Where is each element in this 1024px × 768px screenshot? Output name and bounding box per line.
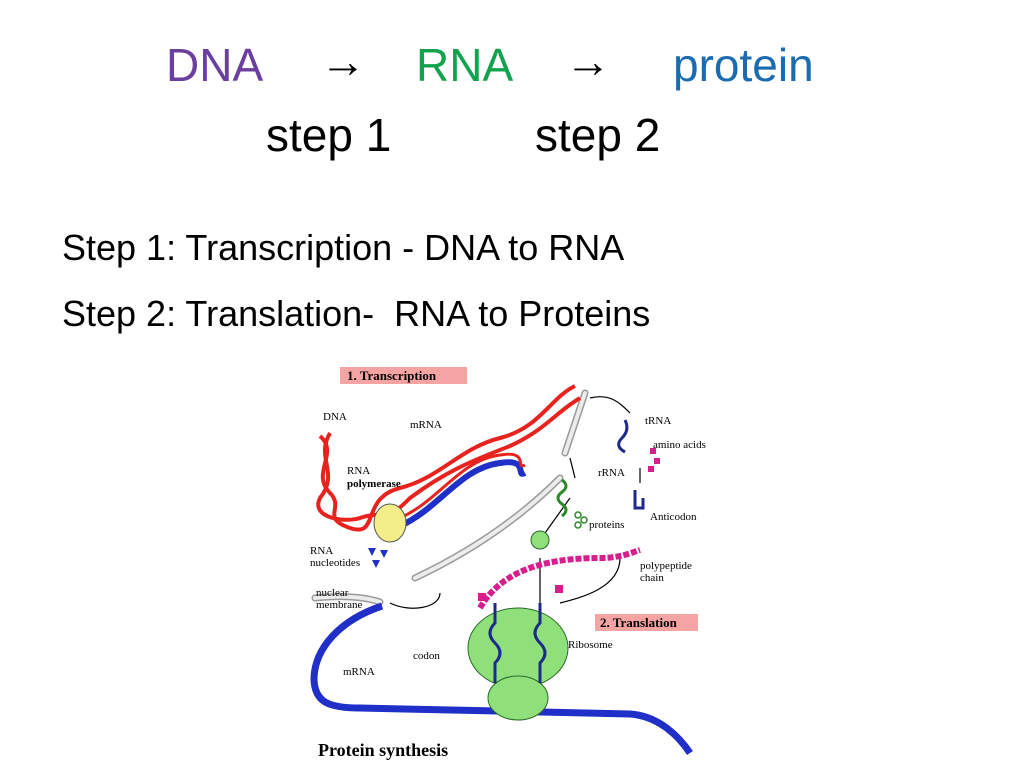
label-polypeptide-1: polypeptide (640, 560, 692, 572)
bullet-step-2: Step 2: Translation- RNA to Proteins (62, 293, 651, 334)
arrow-right-icon: → (565, 35, 611, 87)
rna-nucleotide (372, 560, 380, 568)
label-trna: tRNA (645, 415, 671, 427)
label-nuclear-membrane-2: membrane (316, 599, 363, 611)
trna-molecule (488, 603, 502, 683)
label-polypeptide-2: chain (640, 572, 664, 584)
rna-nucleotide (380, 550, 388, 558)
mrna-strand (310, 602, 693, 755)
rna-nucleotide (368, 548, 376, 556)
ribosome-subunit (530, 530, 550, 550)
translation-label: 2. Translation (600, 615, 678, 630)
transcription-box (340, 367, 467, 384)
arrow-icon (569, 457, 576, 479)
label-rrna: rRNA (598, 467, 625, 479)
protein-synthesis-diagram: 1. Transcription (310, 367, 706, 760)
protein-dot (574, 511, 582, 519)
label-rna-nucleotides-1: RNA (310, 545, 333, 557)
amino-acid (648, 466, 654, 472)
translation-box (595, 614, 698, 631)
dna-template-strand (399, 452, 526, 520)
label-codon: codon (413, 650, 440, 662)
label-rna-polymerase-1: RNA (347, 465, 370, 477)
transcription-label: 1. Transcription (347, 368, 437, 383)
nuclear-membrane-segment (413, 476, 562, 580)
arrow-icon (589, 396, 631, 414)
trna-molecule (617, 419, 629, 454)
nuclear-membrane-segment (313, 594, 382, 604)
trna-anticodon (633, 490, 645, 510)
rrna-molecule (556, 478, 568, 518)
mrna-codons (339, 706, 641, 718)
title-protein: protein (673, 39, 814, 91)
amino-acid (654, 458, 660, 464)
label-dna: DNA (323, 411, 347, 423)
title-step-1: step 1 (266, 109, 392, 161)
arrow-icon (544, 497, 571, 534)
label-amino-acids: amino acids (653, 439, 706, 451)
nuclear-membrane-segment (563, 391, 587, 455)
title-dna: DNA (166, 39, 264, 91)
polypeptide-chain (477, 547, 641, 610)
bullet-step-1: Step 1: Transcription - DNA to RNA (62, 227, 625, 268)
label-proteins: proteins (589, 519, 624, 531)
label-mrna-top: mRNA (410, 419, 442, 431)
mrna-strand (398, 459, 527, 529)
title-rna: RNA (416, 39, 514, 91)
arrow-right-icon: → (320, 35, 366, 87)
label-anticodon: Anticodon (650, 511, 697, 523)
label-rna-nucleotides-2: nucleotides (310, 557, 360, 569)
dna-strand (318, 384, 576, 532)
label-ribosome: Ribosome (568, 639, 613, 651)
label-rna-polymerase-2: polymerase (347, 478, 401, 490)
figure-caption: Protein synthesis (318, 740, 448, 760)
amino-acid (478, 593, 486, 601)
arrow-icon (559, 557, 621, 604)
amino-acid (555, 585, 563, 593)
label-mrna-bottom: mRNA (343, 666, 375, 678)
ribosome-small-subunit (487, 675, 549, 721)
protein-dot (580, 516, 588, 524)
label-nuclear-membrane-1: nuclear (316, 587, 349, 599)
amino-acid (650, 448, 656, 454)
trna-molecule (533, 603, 547, 683)
protein-dot (574, 521, 582, 529)
arrow-icon (389, 592, 441, 609)
rna-polymerase (373, 503, 407, 543)
title-step-2: step 2 (535, 109, 661, 161)
